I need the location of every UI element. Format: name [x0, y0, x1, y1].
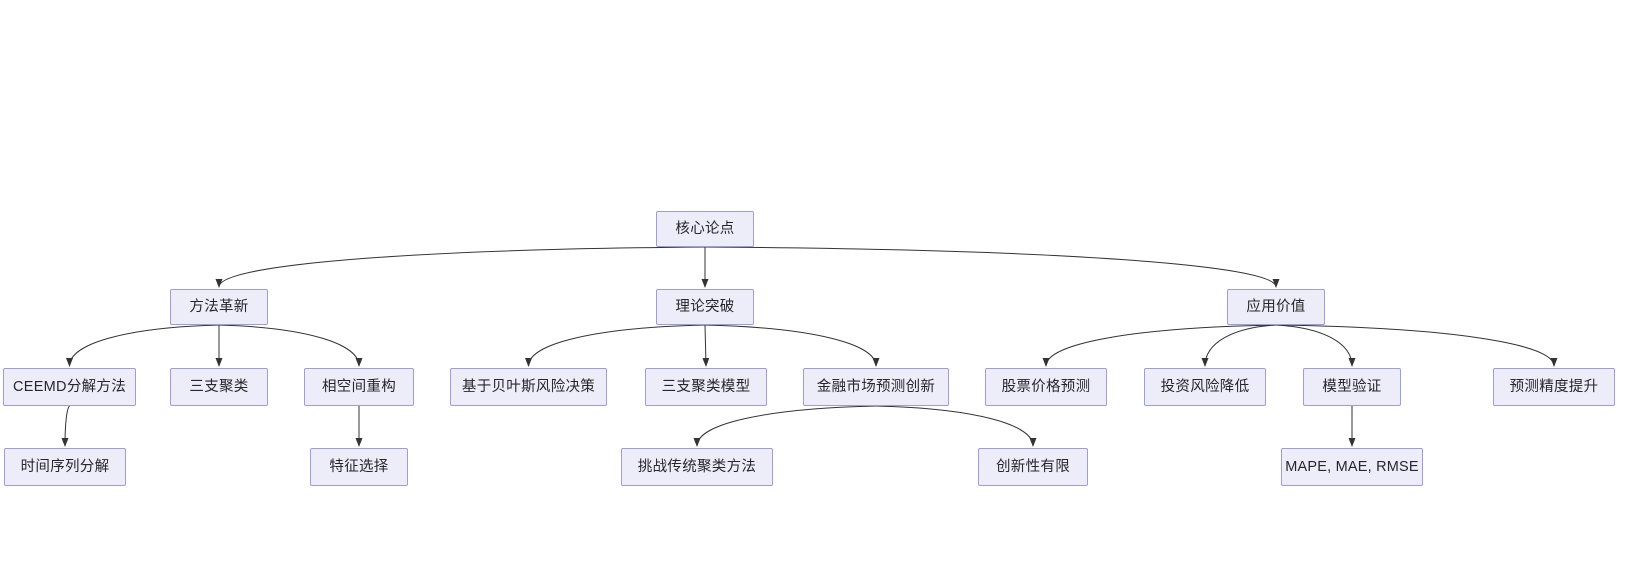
- node-l2d[interactable]: 基于贝叶斯风险决策: [450, 368, 607, 406]
- node-l2j[interactable]: 预测精度提升: [1493, 368, 1615, 406]
- node-label: MAPE, MAE, RMSE: [1285, 458, 1419, 475]
- node-l3d[interactable]: 创新性有限: [978, 448, 1088, 486]
- node-l2b[interactable]: 三支聚类: [170, 368, 268, 406]
- node-l3e[interactable]: MAPE, MAE, RMSE: [1281, 448, 1423, 486]
- node-root[interactable]: 核心论点: [656, 211, 754, 247]
- node-label: 理论突破: [675, 298, 735, 315]
- node-label: 金融市场预测创新: [816, 378, 936, 395]
- node-l3a[interactable]: 时间序列分解: [4, 448, 126, 486]
- node-label: 预测精度提升: [1509, 378, 1599, 395]
- node-label: 投资风险降低: [1160, 378, 1250, 395]
- node-l2f[interactable]: 金融市场预测创新: [803, 368, 949, 406]
- node-label: 创新性有限: [996, 458, 1070, 475]
- node-l2g[interactable]: 股票价格预测: [985, 368, 1107, 406]
- node-label: 相空间重构: [322, 378, 396, 395]
- node-label: 时间序列分解: [20, 458, 110, 475]
- node-l2i[interactable]: 模型验证: [1303, 368, 1401, 406]
- node-label: 基于贝叶斯风险决策: [461, 378, 596, 395]
- node-label: 股票价格预测: [1001, 378, 1091, 395]
- node-label: 挑战传统聚类方法: [637, 458, 757, 475]
- node-l1b[interactable]: 理论突破: [656, 289, 754, 325]
- node-label: 核心论点: [675, 220, 735, 237]
- node-l2e[interactable]: 三支聚类模型: [645, 368, 767, 406]
- node-l2h[interactable]: 投资风险降低: [1144, 368, 1266, 406]
- node-l2a[interactable]: CEEMD分解方法: [3, 368, 136, 406]
- node-label: 方法革新: [189, 298, 249, 315]
- node-l3c[interactable]: 挑战传统聚类方法: [621, 448, 773, 486]
- node-l3b[interactable]: 特征选择: [310, 448, 408, 486]
- node-l2c[interactable]: 相空间重构: [304, 368, 414, 406]
- node-label: 三支聚类: [189, 378, 249, 395]
- node-label: 三支聚类模型: [661, 378, 751, 395]
- node-label: 特征选择: [329, 458, 389, 475]
- node-l1a[interactable]: 方法革新: [170, 289, 268, 325]
- node-label: CEEMD分解方法: [12, 378, 127, 395]
- node-label: 应用价值: [1246, 298, 1306, 315]
- node-label: 模型验证: [1322, 378, 1382, 395]
- node-l1c[interactable]: 应用价值: [1227, 289, 1325, 325]
